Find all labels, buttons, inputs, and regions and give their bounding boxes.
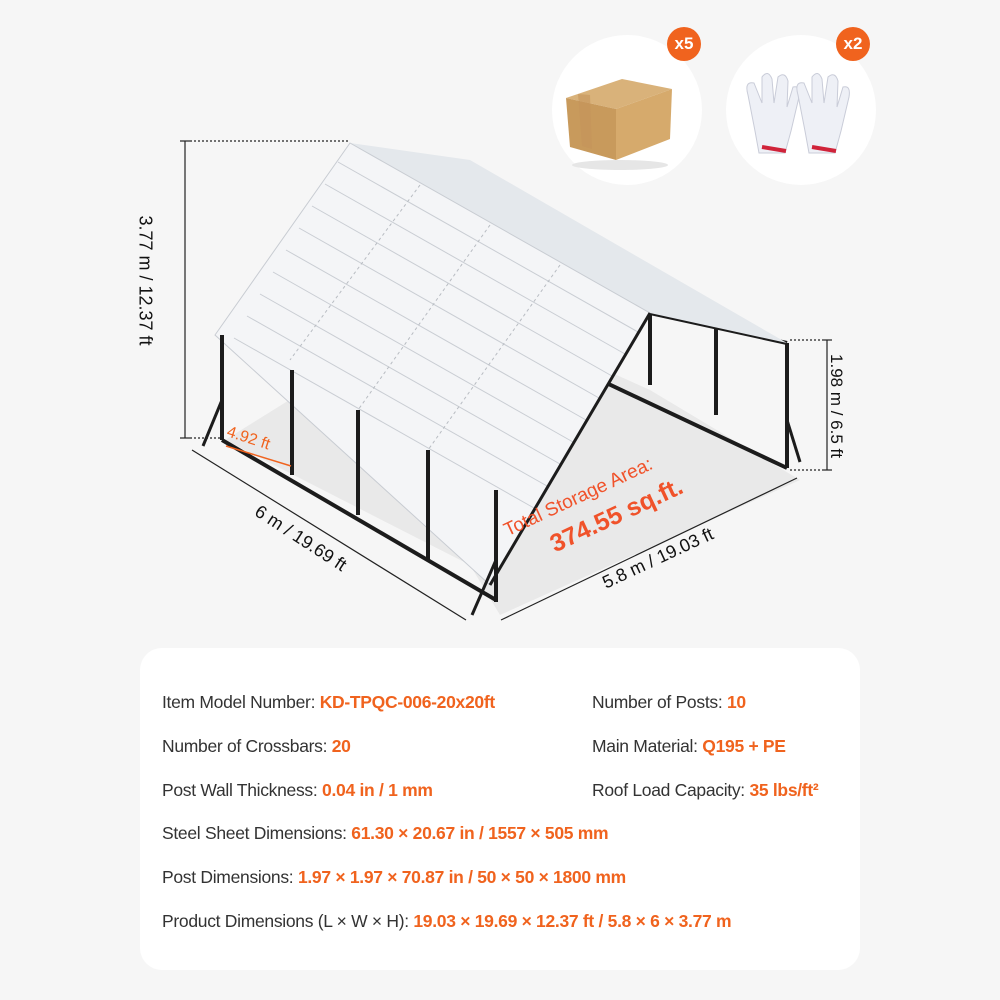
spec-posts: Number of Posts: 10 [592,692,746,712]
spec-material: Main Material: Q195 + PE [592,736,786,756]
spec-roof-load: Roof Load Capacity: 35 lbs/ft² [592,780,819,800]
spec-wall-thickness: Post Wall Thickness: 0.04 in / 1 mm [162,780,433,800]
cardboard-box-icon [566,79,672,170]
spec-model: Item Model Number: KD-TPQC-006-20x20ft [162,692,495,712]
spec-post-dimensions: Post Dimensions: 1.97 × 1.97 × 70.87 in … [162,867,626,887]
quantity-badge: x5 [667,27,701,61]
total-height-label: 3.77 m / 12.37 ft [135,215,156,346]
accessory-box-circle: x5 [552,27,702,185]
spec-product-dimensions: Product Dimensions (L × W × H): 19.03 × … [162,911,732,931]
carport-diagram [180,140,832,621]
spec-steel-sheet: Steel Sheet Dimensions: 61.30 × 20.67 in… [162,823,609,843]
spec-crossbars: Number of Crossbars: 20 [162,736,351,756]
roof-right-slope [350,143,787,343]
accessory-gloves-circle: x2 [726,27,876,185]
spec-card: Item Model Number: KD-TPQC-006-20x20ft N… [140,648,860,970]
side-height-label: 1.98 m / 6.5 ft [826,354,846,458]
work-gloves-icon [746,73,850,154]
quantity-badge: x2 [836,27,870,61]
